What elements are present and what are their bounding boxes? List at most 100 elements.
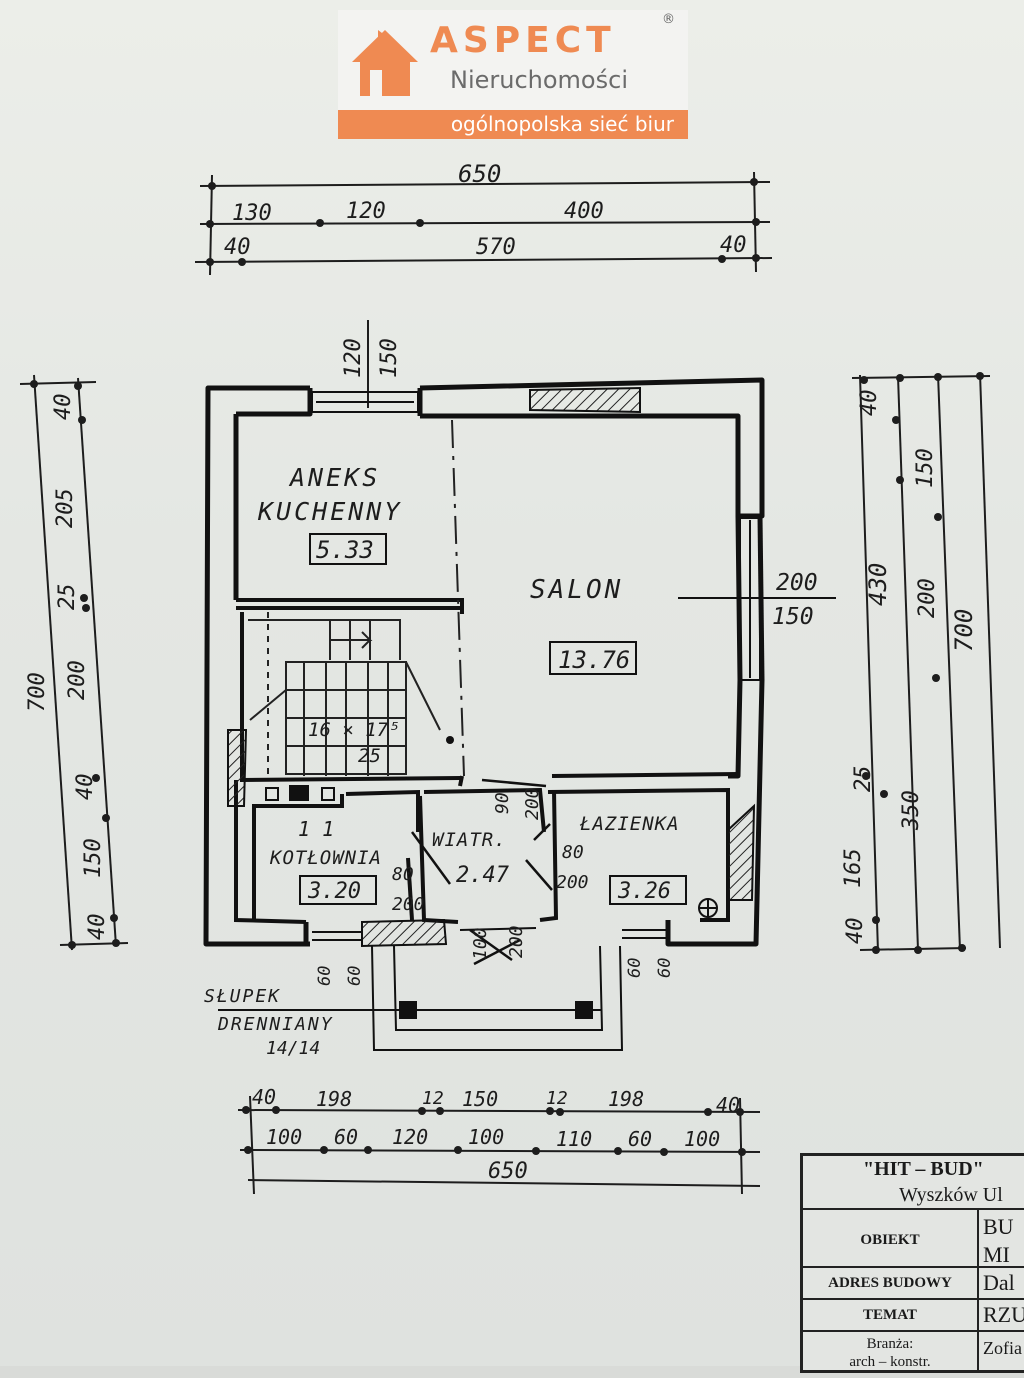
dim-top-window-a: 120 [341, 338, 366, 378]
dim-door-a1: 90 [492, 792, 513, 814]
logo-subtitle: Nieruchomości [450, 66, 628, 94]
dim-bottom2-c: 120 [392, 1125, 428, 1149]
title-divider [977, 1208, 979, 1370]
hatched-walls [227, 386, 756, 948]
room-boiler: KOTŁOWNIA [269, 847, 382, 869]
door-swings [410, 778, 553, 966]
logo-tagline: ogólnopolska sieć biur [450, 112, 674, 136]
salon-area-box [549, 641, 637, 675]
dim-right-f: 25 [851, 766, 876, 793]
dim-bottom2-e: 110 [556, 1127, 592, 1151]
dim-right-g: 350 [899, 790, 924, 831]
bottom-dimension-dots [242, 1106, 746, 1156]
dim-bottom1-b: 198 [316, 1087, 352, 1111]
dim-top-window-b: 150 [377, 338, 402, 378]
dim-top-a: 130 [232, 201, 272, 226]
dim-window-right-a: 60 [625, 958, 645, 978]
boiler-mark: 1 1 [298, 817, 334, 841]
right-dimension-dots [860, 372, 984, 954]
left-dimension-dots [30, 380, 120, 949]
dashed-axis-line [451, 419, 465, 777]
bathroom-area-box [609, 875, 687, 905]
dim-door-c2: 200 [556, 872, 589, 893]
dim-door-c1: 80 [562, 842, 584, 863]
title-row-branza: Branża: arch – konstr. Zofia [803, 1330, 1024, 1378]
title-adres-label: ADRES BUDOWY [828, 1275, 952, 1291]
title-row-obiekt: OBIEKT BU MI [803, 1208, 1024, 1274]
dim-right-e: 700 [950, 609, 978, 652]
room-bathroom-area: 3.26 [617, 879, 671, 904]
room-kitchen-line1: ANEKS [288, 463, 380, 492]
dim-right-d: 200 [915, 578, 940, 618]
dim-left-f: 150 [81, 838, 106, 878]
dim-bottom1-c: 12 [422, 1088, 444, 1109]
dim-right-i: 40 [843, 918, 868, 945]
room-bathroom: ŁAZIENKA [579, 813, 680, 835]
title-obiekt-label: OBIEKT [860, 1232, 920, 1248]
title-company: "HIT – BUD" [863, 1158, 984, 1180]
dim-left-c: 25 [55, 584, 80, 611]
kitchen-area-box [309, 533, 387, 565]
title-row-adres: ADRES BUDOWY Dal [803, 1266, 1024, 1302]
stairs-label: 16 × 17⁵ [308, 719, 400, 741]
title-branza-value: Zofia [983, 1338, 1022, 1358]
note-post-line2: DRENNIANY [217, 1014, 334, 1035]
dim-right-c: 430 [864, 563, 892, 606]
dim-right-h: 165 [841, 848, 866, 888]
entrance-porch [218, 945, 624, 1051]
room-kitchen-area: 5.33 [316, 536, 374, 564]
dim-salon-window-a: 200 [776, 570, 818, 596]
logo-bar: ogólnopolska sieć biur [338, 110, 688, 139]
dim-top-d: 40 [224, 235, 251, 260]
dim-left-g: 40 [85, 914, 110, 941]
stair-marker [446, 736, 454, 744]
logo-registered: ® [662, 12, 675, 27]
aspect-logo: ASPECT ® Nieruchomości ogólnopolska sieć… [338, 10, 688, 139]
dim-right-a: 40 [857, 390, 882, 417]
dim-left-total: 700 [25, 672, 50, 712]
room-salon: SALON [530, 575, 623, 605]
title-row-temat: TEMAT RZU [803, 1298, 1024, 1334]
boiler-area-box [299, 875, 377, 905]
dim-bottom2-f: 60 [628, 1127, 652, 1151]
dim-bottom1-f: 198 [608, 1087, 644, 1111]
dim-bottom1-e: 12 [546, 1088, 568, 1109]
dim-top-e: 570 [476, 235, 516, 260]
title-obiekt-value2: MI [983, 1242, 1010, 1267]
top-dimension-dots [206, 178, 760, 266]
right-dimension-lines [851, 372, 1001, 953]
room-kitchen-line2: KUCHENNY [257, 497, 402, 526]
dim-door-a2: 200 [522, 787, 543, 820]
room-vestibule: WIATR. [432, 829, 507, 851]
dim-bottom2-d: 100 [468, 1125, 504, 1149]
room-vestibule-area: 2.47 [456, 863, 510, 888]
dim-top-f: 40 [720, 233, 747, 258]
title-obiekt-value1: BU [983, 1214, 1014, 1239]
stairs-sublabel: 25 [358, 745, 381, 767]
title-temat-label: TEMAT [863, 1307, 917, 1323]
dim-bottom1-g: 40 [716, 1093, 740, 1117]
room-boiler-area: 3.20 [307, 879, 361, 904]
dim-top-b: 120 [346, 199, 386, 224]
title-city: Wyszków Ul [899, 1184, 1003, 1206]
title-adres-value: Dal [983, 1270, 1015, 1295]
title-temat-value: RZU [983, 1302, 1024, 1327]
title-branza-label2: arch – konstr. [849, 1354, 931, 1370]
dim-door-b1: 80 [392, 864, 414, 885]
dim-bottom2-g: 100 [684, 1127, 720, 1151]
title-branza-label1: Branża: [866, 1336, 914, 1352]
dim-bottom2-a: 100 [266, 1125, 302, 1149]
dim-door-b2: 200 [392, 894, 425, 915]
note-post-line3: 14/14 [266, 1038, 320, 1059]
dim-salon-window-b: 150 [772, 604, 814, 630]
boiler-fixtures [265, 785, 335, 801]
dim-window-left-b: 60 [345, 966, 365, 986]
dim-right-b: 150 [913, 448, 938, 488]
drain-icon [698, 898, 718, 918]
title-block: "HIT – BUD" Wyszków Ul OBIEKT BU MI ADRE… [800, 1153, 1024, 1373]
dim-bottom2-b: 60 [334, 1125, 358, 1149]
house-icon [352, 30, 418, 96]
note-post-line1: SŁUPEK [204, 986, 281, 1007]
dim-left-a: 40 [51, 394, 76, 421]
dim-door-d1: 100 [470, 927, 491, 960]
